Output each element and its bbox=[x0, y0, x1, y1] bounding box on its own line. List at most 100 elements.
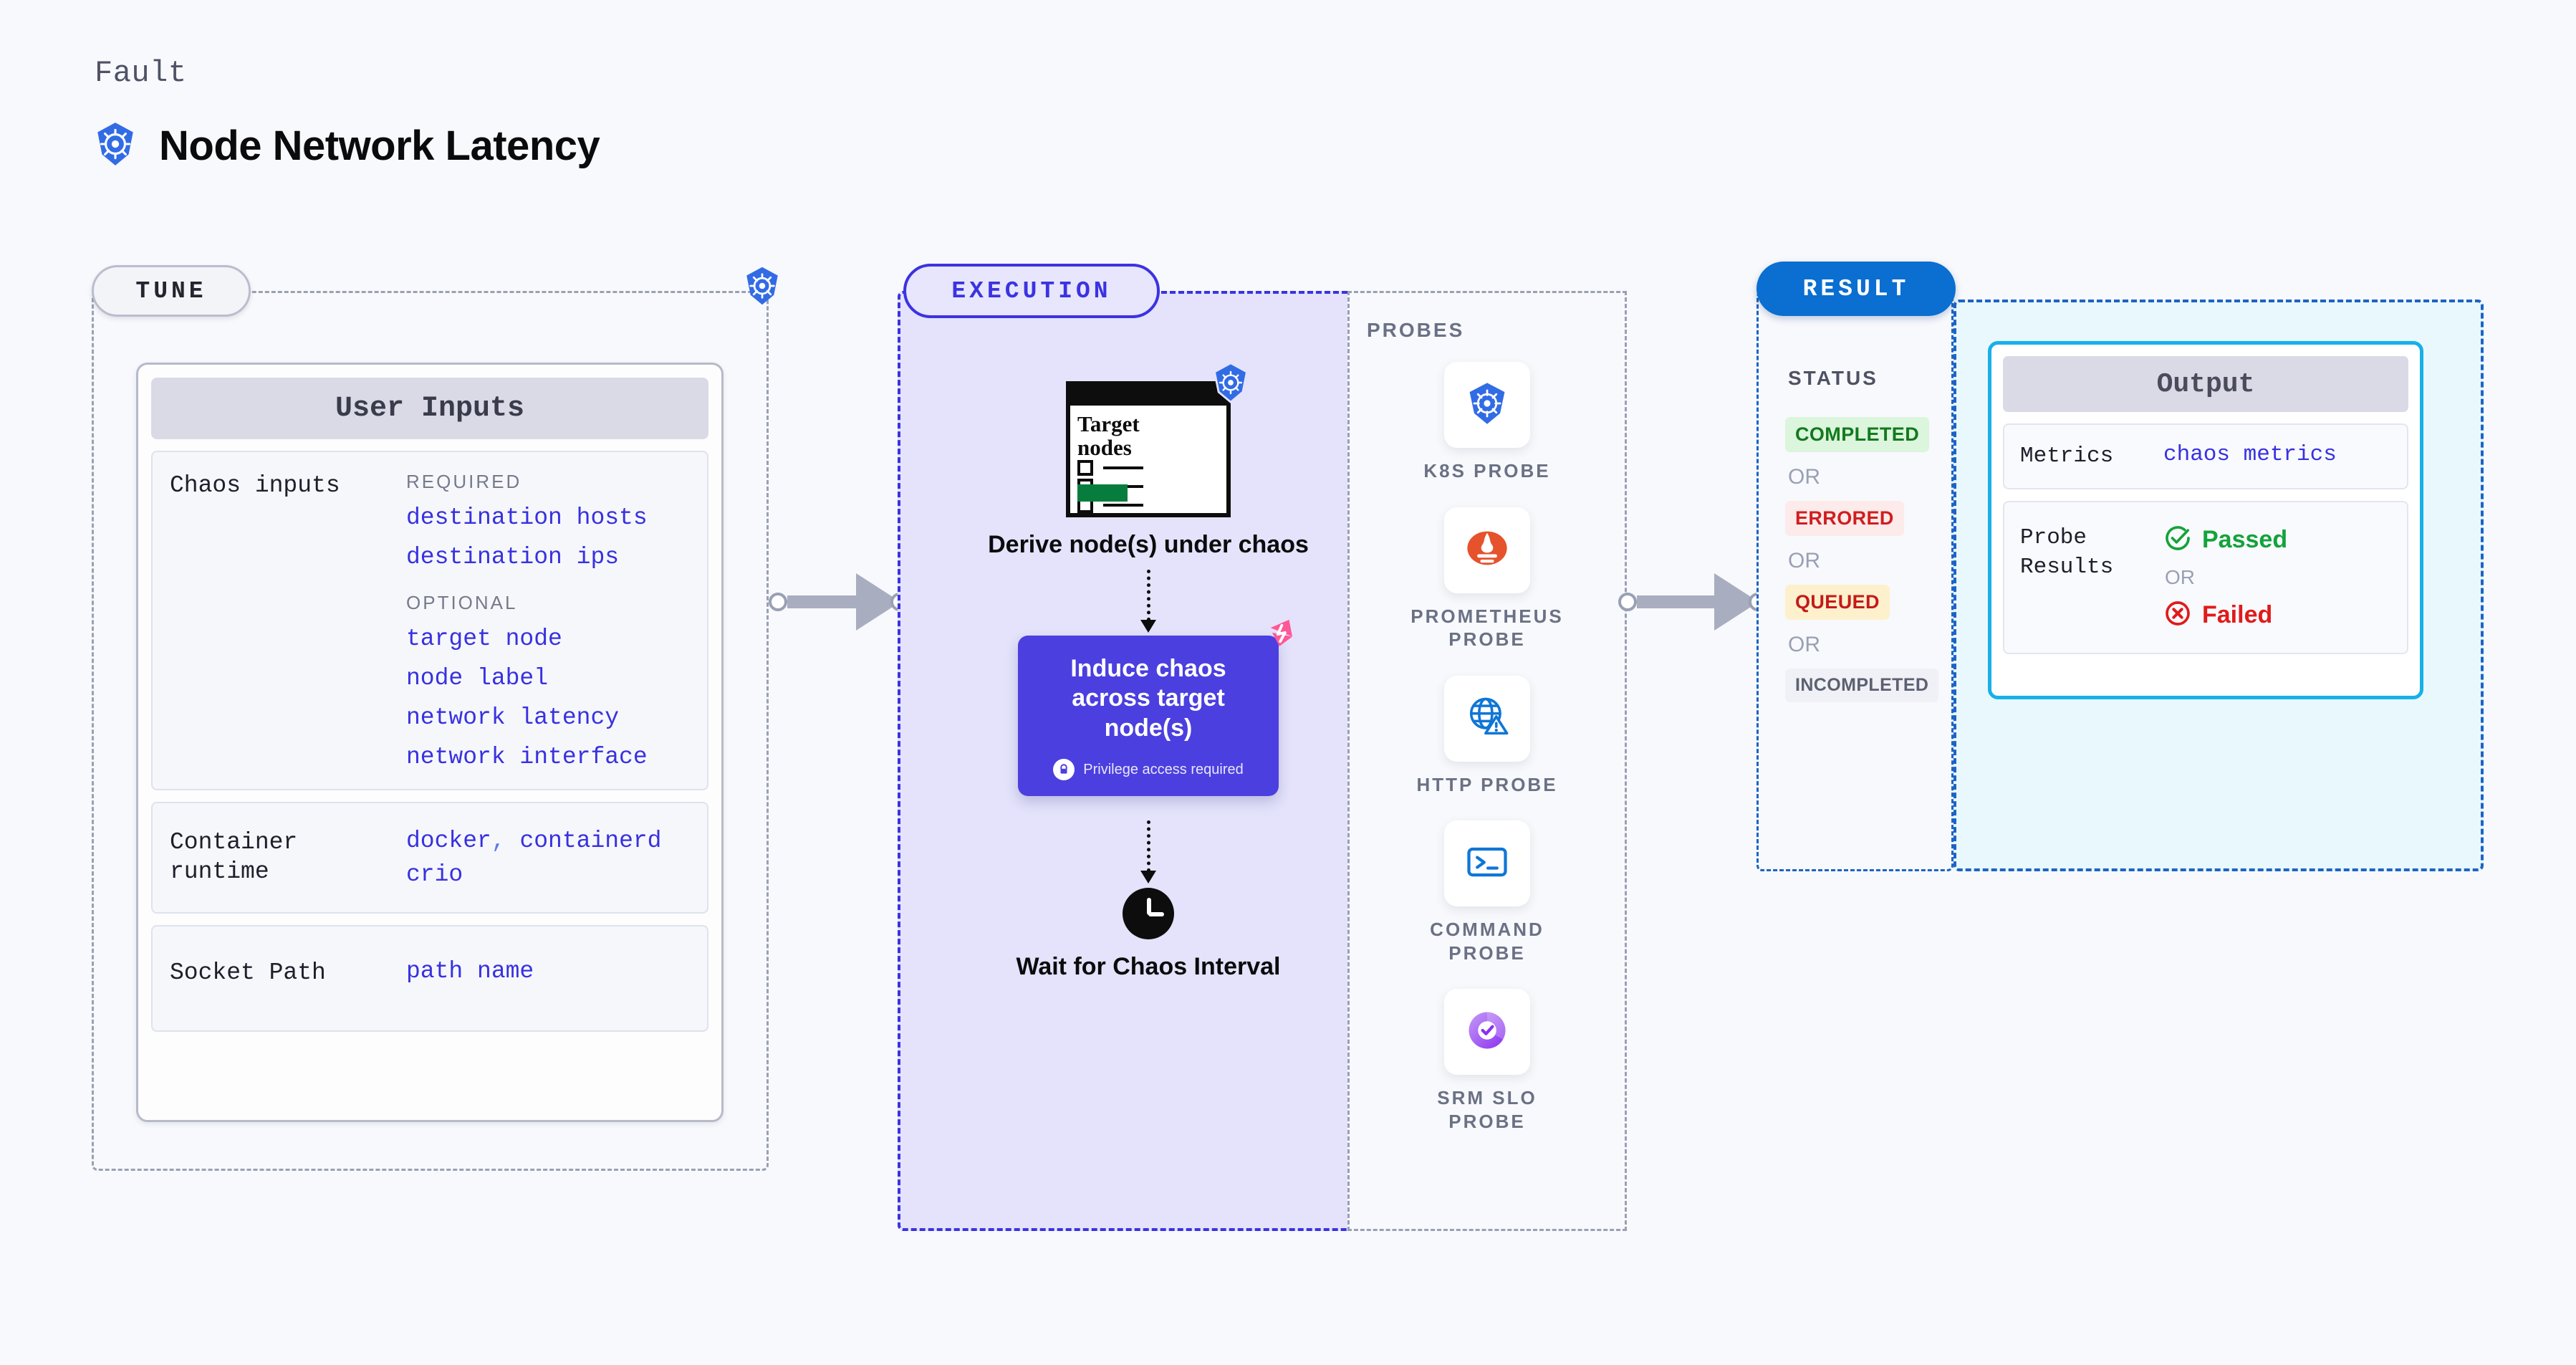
clock-hour-hand bbox=[1147, 898, 1151, 916]
arrow-head bbox=[1140, 619, 1156, 633]
metrics-row: Metrics chaos metrics bbox=[2003, 423, 2408, 490]
chaos-inputs-label: Chaos inputs bbox=[170, 472, 340, 499]
probe-tile[interactable] bbox=[1444, 362, 1530, 448]
probe-label: SRM SLO PROBE bbox=[1437, 1087, 1537, 1132]
probe-item-prometheus[interactable]: PROMETHEUS PROBE bbox=[1350, 507, 1625, 651]
target-nodes-titlebar bbox=[1066, 381, 1231, 406]
input-network-interface[interactable]: network interface bbox=[406, 744, 648, 770]
status-or-3: OR bbox=[1788, 633, 1820, 656]
input-node-label[interactable]: node label bbox=[406, 665, 549, 691]
input-network-latency[interactable]: network latency bbox=[406, 704, 620, 731]
container-runtime-row: Container runtime docker, containerd cri… bbox=[151, 802, 708, 914]
line-placeholder bbox=[1103, 504, 1143, 507]
kubernetes-icon bbox=[92, 120, 139, 171]
privilege-note-text: Privilege access required bbox=[1083, 761, 1244, 777]
probe-results-values: Passed OR Failed bbox=[2163, 524, 2287, 631]
optional-group-label: OPTIONAL bbox=[406, 592, 518, 613]
user-inputs-card: User Inputs Chaos inputs REQUIRED destin… bbox=[136, 363, 724, 1122]
tune-kubernetes-badge-icon bbox=[741, 265, 783, 310]
flow-arrow-2 bbox=[1140, 820, 1156, 884]
connector-bar bbox=[1637, 595, 1716, 608]
arrow-shaft bbox=[1147, 569, 1150, 621]
fault-eyebrow-label: Fault bbox=[95, 56, 187, 90]
runtime-containerd[interactable]: containerd bbox=[519, 828, 662, 854]
user-inputs-title: User Inputs bbox=[151, 378, 708, 439]
status-badge-errored: ERRORED bbox=[1785, 501, 1904, 536]
status-badge-incompleted: INCOMPLETED bbox=[1785, 669, 1939, 702]
page-title: Node Network Latency bbox=[159, 123, 600, 169]
x-circle-icon bbox=[2163, 599, 2192, 631]
probe-result-passed: Passed bbox=[2163, 524, 2287, 556]
clock-minute-hand bbox=[1148, 912, 1164, 917]
execution-flow: Target nodes bbox=[955, 362, 1342, 982]
probe-item-k8s[interactable]: K8S PROBE bbox=[1350, 362, 1625, 483]
probe-tile[interactable] bbox=[1444, 507, 1530, 593]
terminal-icon bbox=[1463, 838, 1512, 890]
required-group-label: REQUIRED bbox=[406, 471, 522, 492]
status-list: COMPLETED OR ERRORED OR QUEUED OR INCOMP… bbox=[1785, 417, 1939, 702]
input-destination-hosts[interactable]: destination hosts bbox=[406, 504, 648, 531]
probes-panel: PROBES bbox=[1347, 291, 1627, 1231]
probe-label: K8S PROBE bbox=[1423, 460, 1551, 482]
probe-item-http[interactable]: HTTP PROBE bbox=[1350, 675, 1625, 797]
target-node-row bbox=[1077, 460, 1143, 476]
checkbox-icon bbox=[1077, 460, 1093, 476]
runtime-crio[interactable]: crio bbox=[406, 861, 463, 888]
wait-chaos-interval-caption: Wait for Chaos Interval bbox=[1016, 953, 1281, 981]
probe-passed-label: Passed bbox=[2202, 526, 2288, 554]
runtime-docker[interactable]: docker bbox=[406, 828, 491, 854]
output-card: Output Metrics chaos metrics Probe Resul… bbox=[1988, 341, 2423, 699]
privilege-note: Privilege access required bbox=[1053, 759, 1244, 781]
probe-tile[interactable] bbox=[1444, 989, 1530, 1075]
connector-start-dot bbox=[1618, 593, 1637, 611]
result-status-section: STATUS COMPLETED OR ERRORED OR QUEUED OR… bbox=[1756, 291, 1953, 871]
execution-stage-pill[interactable]: EXECUTION bbox=[903, 264, 1160, 318]
kubernetes-icon bbox=[1463, 379, 1512, 431]
metrics-value[interactable]: chaos metrics bbox=[2163, 442, 2337, 467]
result-stage-pill[interactable]: RESULT bbox=[1756, 262, 1956, 316]
probe-result-failed: Failed bbox=[2163, 599, 2287, 631]
connector-bar bbox=[787, 595, 857, 608]
output-title: Output bbox=[2003, 356, 2408, 412]
tune-stage-pill[interactable]: TUNE bbox=[92, 265, 251, 317]
arrow-head bbox=[1140, 871, 1156, 884]
input-destination-ips[interactable]: destination ips bbox=[406, 544, 620, 570]
status-or-1: OR bbox=[1788, 465, 1820, 489]
probe-results-or: OR bbox=[2165, 566, 2195, 589]
page-title-row: Node Network Latency bbox=[92, 120, 600, 171]
container-runtime-label: Container runtime bbox=[170, 829, 298, 886]
probe-results-row: Probe Results Passed OR bbox=[2003, 501, 2408, 655]
connector-start-dot bbox=[769, 593, 787, 611]
probe-item-command[interactable]: COMMAND PROBE bbox=[1350, 820, 1625, 964]
arrow-shaft bbox=[1147, 820, 1150, 873]
socket-path-row: Socket Path path name bbox=[151, 925, 708, 1033]
chaos-inputs-row: Chaos inputs REQUIRED destination hosts … bbox=[151, 451, 708, 790]
lock-icon bbox=[1053, 759, 1075, 781]
container-runtime-values-line-1[interactable]: docker, containerd bbox=[406, 828, 707, 854]
execution-section: PROBES bbox=[898, 291, 1627, 1231]
probe-label: COMMAND PROBE bbox=[1430, 919, 1544, 964]
status-or-2: OR bbox=[1788, 549, 1820, 573]
input-target-node[interactable]: target node bbox=[406, 626, 562, 652]
harness-icon bbox=[1260, 614, 1299, 656]
prometheus-icon bbox=[1463, 524, 1512, 576]
target-nodes-card: Target nodes bbox=[1066, 362, 1249, 517]
status-badge-queued: QUEUED bbox=[1785, 585, 1890, 620]
globe-warning-icon bbox=[1463, 692, 1512, 744]
probe-item-srm-slo[interactable]: SRM SLO PROBE bbox=[1350, 989, 1625, 1133]
srm-slo-icon bbox=[1463, 1006, 1512, 1058]
status-badge-completed: COMPLETED bbox=[1785, 417, 1930, 452]
induce-chaos-title: Induce chaos across target node(s) bbox=[1070, 654, 1226, 742]
probe-tile[interactable] bbox=[1444, 820, 1530, 906]
probes-title: PROBES bbox=[1367, 319, 1465, 341]
flow-arrow-1 bbox=[1140, 569, 1156, 633]
socket-path-value[interactable]: path name bbox=[406, 958, 534, 985]
connector-execution-to-result bbox=[1618, 573, 1767, 631]
probe-results-label-text: Probe Results bbox=[2020, 525, 2114, 580]
check-circle-icon bbox=[2163, 524, 2192, 556]
clock-icon bbox=[1123, 888, 1174, 940]
probe-results-label: Probe Results bbox=[2020, 524, 2163, 631]
probe-tile[interactable] bbox=[1444, 675, 1530, 762]
induce-chaos-step[interactable]: Induce chaos across target node(s) Privi… bbox=[1018, 619, 1292, 797]
